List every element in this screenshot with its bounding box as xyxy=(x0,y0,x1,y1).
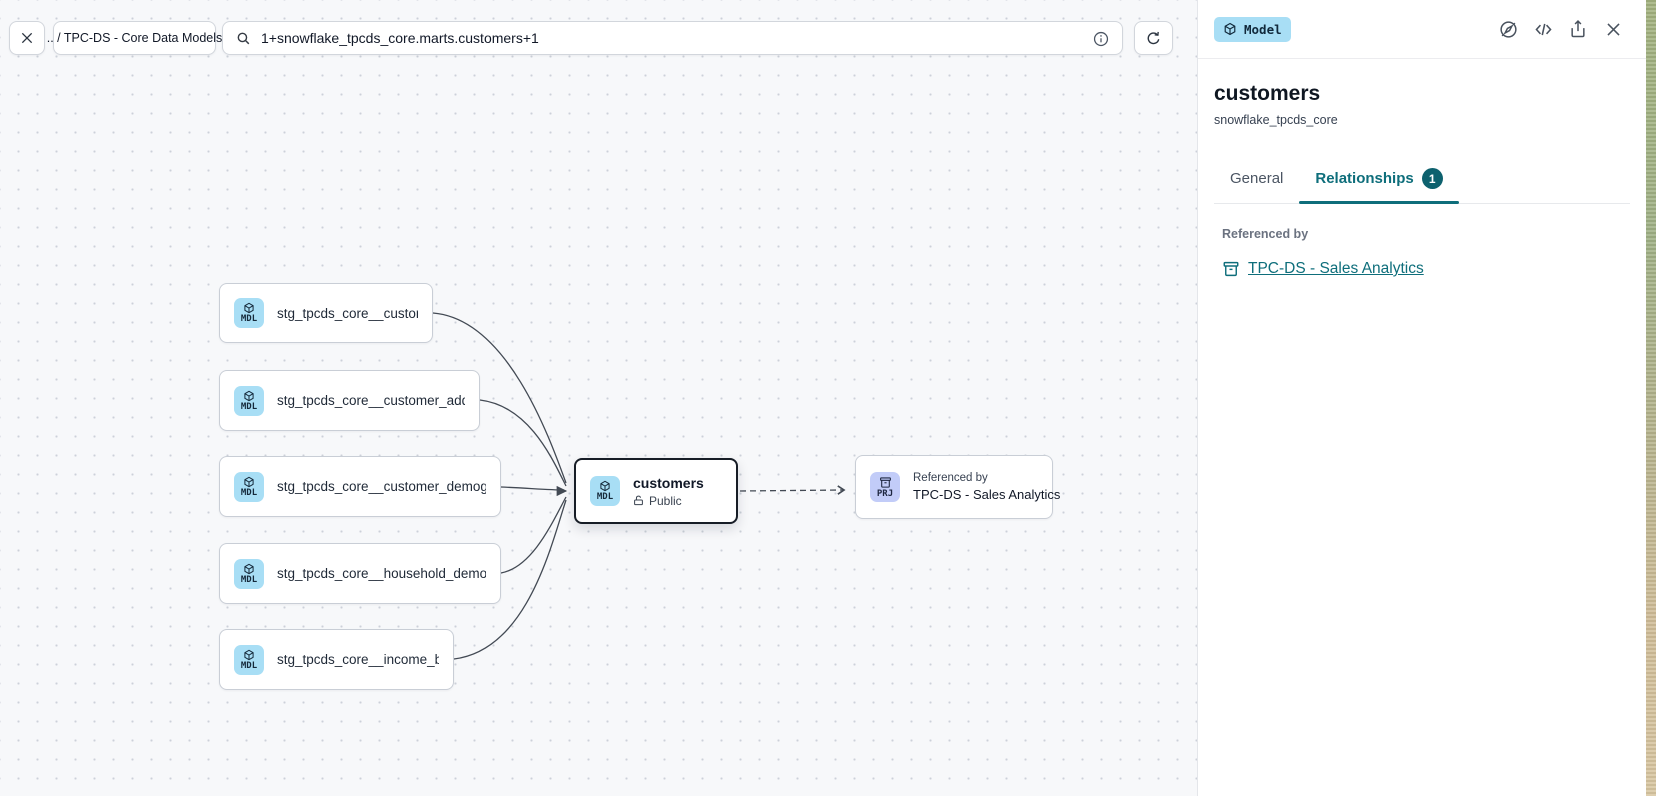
node-label: stg_tpcds_core__customer xyxy=(277,305,418,321)
search-input[interactable] xyxy=(261,30,1082,46)
node-label: customers xyxy=(633,474,704,491)
badge-label: PRJ xyxy=(876,488,894,499)
share-icon xyxy=(1571,20,1585,38)
project-subtitle: snowflake_tpcds_core xyxy=(1214,113,1338,127)
referenced-by-link[interactable]: TPC-DS - Sales Analytics xyxy=(1222,260,1630,278)
search-icon xyxy=(235,30,252,47)
referenced-by-link-label: TPC-DS - Sales Analytics xyxy=(1248,260,1424,277)
lineage-node-stg-income-band[interactable]: MDL stg_tpcds_core__income_band xyxy=(219,629,454,690)
close-icon xyxy=(21,32,33,44)
details-panel: Model customers snowflake_tpcds_core Gen… xyxy=(1197,0,1646,796)
lineage-node-stg-customer[interactable]: MDL stg_tpcds_core__customer xyxy=(219,283,433,343)
lineage-node-customers-selected[interactable]: MDL customers Public xyxy=(574,458,738,524)
lineage-node-stg-customer-address[interactable]: MDL stg_tpcds_core__customer_address xyxy=(219,370,480,431)
model-badge: MDL xyxy=(590,476,620,506)
resource-type-badge: Model xyxy=(1214,16,1291,42)
close-icon xyxy=(1606,22,1620,36)
node-label: stg_tpcds_core__customer_demogra… xyxy=(277,479,486,494)
background-window-strip xyxy=(1646,0,1656,796)
refresh-icon xyxy=(1147,31,1160,44)
node-label: stg_tpcds_core__household_demogr… xyxy=(277,566,486,581)
model-badge: MDL xyxy=(234,385,264,416)
explore-lineage-button[interactable] xyxy=(1497,18,1519,40)
breadcrumb[interactable]: .. / TPC-DS - Core Data Models xyxy=(47,21,222,55)
cube-icon xyxy=(1224,22,1236,36)
details-panel-header: Model xyxy=(1198,0,1646,59)
badge-label: MDL xyxy=(240,401,258,412)
cube-icon xyxy=(244,476,254,487)
lock-open-icon xyxy=(634,495,643,506)
archive-icon xyxy=(879,476,891,488)
archive-icon xyxy=(1223,261,1239,277)
badge-label: MDL xyxy=(240,574,258,585)
relationships-count-badge: 1 xyxy=(1421,168,1443,189)
share-button[interactable] xyxy=(1567,18,1589,40)
badge-label: MDL xyxy=(240,487,258,498)
badge-label: MDL xyxy=(596,492,614,502)
node-label: TPC-DS - Sales Analytics xyxy=(913,487,1061,502)
badge-label: MDL xyxy=(240,314,258,324)
lineage-search[interactable] xyxy=(222,21,1123,55)
lineage-node-stg-customer-demographics[interactable]: MDL stg_tpcds_core__customer_demogra… xyxy=(219,456,501,517)
page-title: customers xyxy=(1214,82,1321,105)
cube-icon xyxy=(244,302,254,314)
lineage-node-stg-household-demographics[interactable]: MDL stg_tpcds_core__household_demogr… xyxy=(219,543,501,604)
node-sublabel: Referenced by xyxy=(913,472,988,484)
cube-icon xyxy=(244,649,254,660)
badge-label: MDL xyxy=(240,660,258,671)
cube-icon xyxy=(600,480,610,492)
cube-icon xyxy=(244,390,254,401)
panel-tabs: General Relationships 1 xyxy=(1214,156,1630,204)
model-badge: MDL xyxy=(234,298,264,328)
model-badge: MDL xyxy=(234,558,264,589)
node-label: stg_tpcds_core__income_band xyxy=(277,652,439,667)
referenced-by-label: Referenced by xyxy=(1222,227,1309,241)
node-label: stg_tpcds_core__customer_address xyxy=(277,393,465,408)
info-icon[interactable] xyxy=(1092,30,1110,48)
cube-icon xyxy=(244,563,254,574)
tab-relationships-label: Relationships xyxy=(1315,170,1414,187)
code-icon xyxy=(1534,23,1552,35)
node-visibility: Public xyxy=(633,494,704,508)
tab-relationships[interactable]: Relationships 1 xyxy=(1299,156,1460,204)
model-badge: MDL xyxy=(234,471,264,502)
resource-type-label: Model xyxy=(1244,21,1282,37)
close-lineage-button[interactable] xyxy=(9,21,45,55)
tab-general[interactable]: General xyxy=(1230,170,1284,187)
project-badge: PRJ xyxy=(870,472,900,502)
model-badge: MDL xyxy=(234,644,264,675)
lineage-node-project-sales-analytics[interactable]: PRJ Referenced by TPC-DS - Sales Analyti… xyxy=(855,455,1061,519)
refresh-button[interactable] xyxy=(1134,21,1173,55)
view-code-button[interactable] xyxy=(1532,18,1554,40)
lineage-edges xyxy=(432,312,846,660)
compass-icon xyxy=(1499,20,1517,38)
close-panel-button[interactable] xyxy=(1602,18,1624,40)
